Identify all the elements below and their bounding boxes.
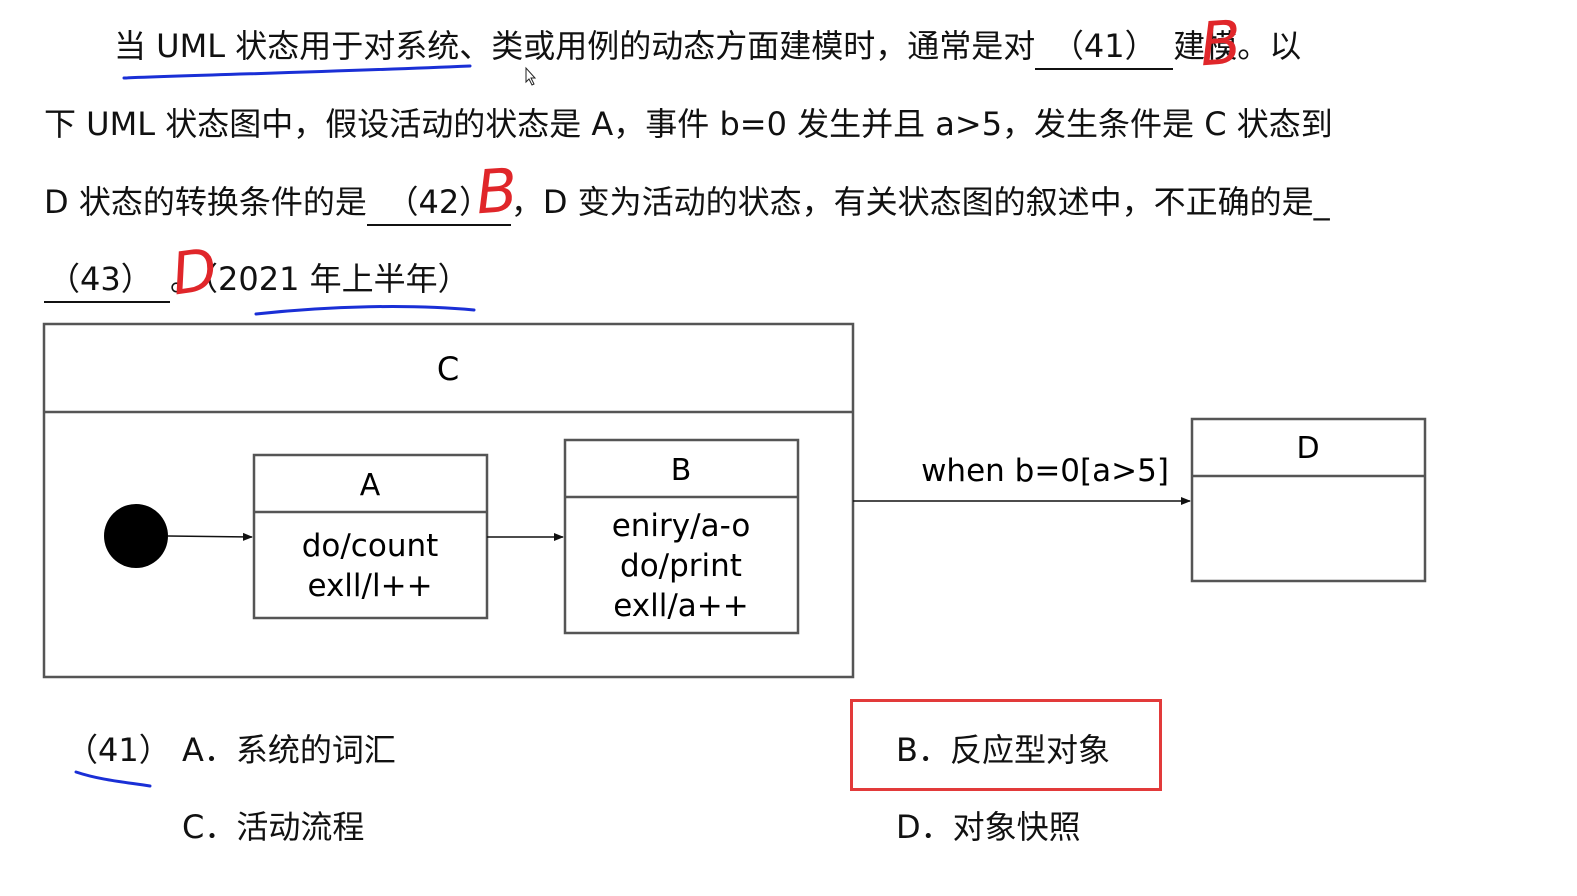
question-text: D 状态的转换条件的是: [44, 183, 367, 221]
option-d: D．对象快照: [896, 808, 1081, 846]
question-line-2: 下 UML 状态图中，假设活动的状态是 A，事件 b=0 发生并且 a>5，发生…: [44, 94, 1333, 154]
state-d: D: [1190, 417, 1427, 583]
state-b-name: B: [671, 453, 692, 488]
question-text: 当 UML 状态用于对系统、类或用例的动态方面建模时，通常是对: [114, 27, 1036, 65]
state-a-action: do/count: [302, 528, 439, 564]
initial-transition-arrow: [167, 532, 253, 541]
answer-blank-41: （41）: [1035, 24, 1174, 70]
state-b-action: do/print: [620, 548, 742, 584]
question-line-1: 当 UML 状态用于对系统、类或用例的动态方面建模时，通常是对（41）建模。以: [114, 16, 1301, 76]
answer-blank-42: （42）: [366, 180, 511, 226]
question-text: 下 UML 状态图中，假设活动的状态是 A，事件 b=0 发生并且 a>5，发生…: [44, 105, 1333, 143]
initial-state-dot: [104, 504, 168, 568]
question-text: 。（2021 年上半年）: [170, 260, 470, 298]
state-d-name: D: [1296, 431, 1319, 466]
state-b-action: exll/a++: [613, 588, 749, 624]
selected-answer-highlight: [850, 699, 1162, 791]
state-a: A do/count exll/l++: [252, 453, 489, 620]
option-b: B．反应型对象: [896, 731, 1110, 769]
option-a: A．系统的词汇: [182, 731, 396, 769]
option-c: C．活动流程: [182, 808, 365, 846]
state-c-name: C: [437, 350, 459, 388]
question-number-41: （41）: [66, 731, 171, 769]
state-a-name: A: [360, 468, 381, 503]
transition-label: when b=0[a>5]: [921, 453, 1169, 489]
composite-state-c: C: [42, 322, 855, 679]
question-line-3: D 状态的转换条件的是（42），D 变为活动的状态，有关状态图的叙述中，不正确的…: [44, 172, 1330, 232]
question-text: ，D 变为活动的状态，有关状态图的叙述中，不正确的是_: [510, 183, 1330, 221]
state-b: B eniry/a-o do/print exll/a++: [563, 438, 800, 635]
answer-blank-43: （43）: [44, 257, 170, 303]
state-a-action: exll/l++: [307, 568, 432, 604]
state-b-action: eniry/a-o: [612, 508, 751, 544]
question-line-4: （43）。（2021 年上半年）: [44, 249, 470, 309]
question-text: 建模。以: [1173, 27, 1302, 65]
